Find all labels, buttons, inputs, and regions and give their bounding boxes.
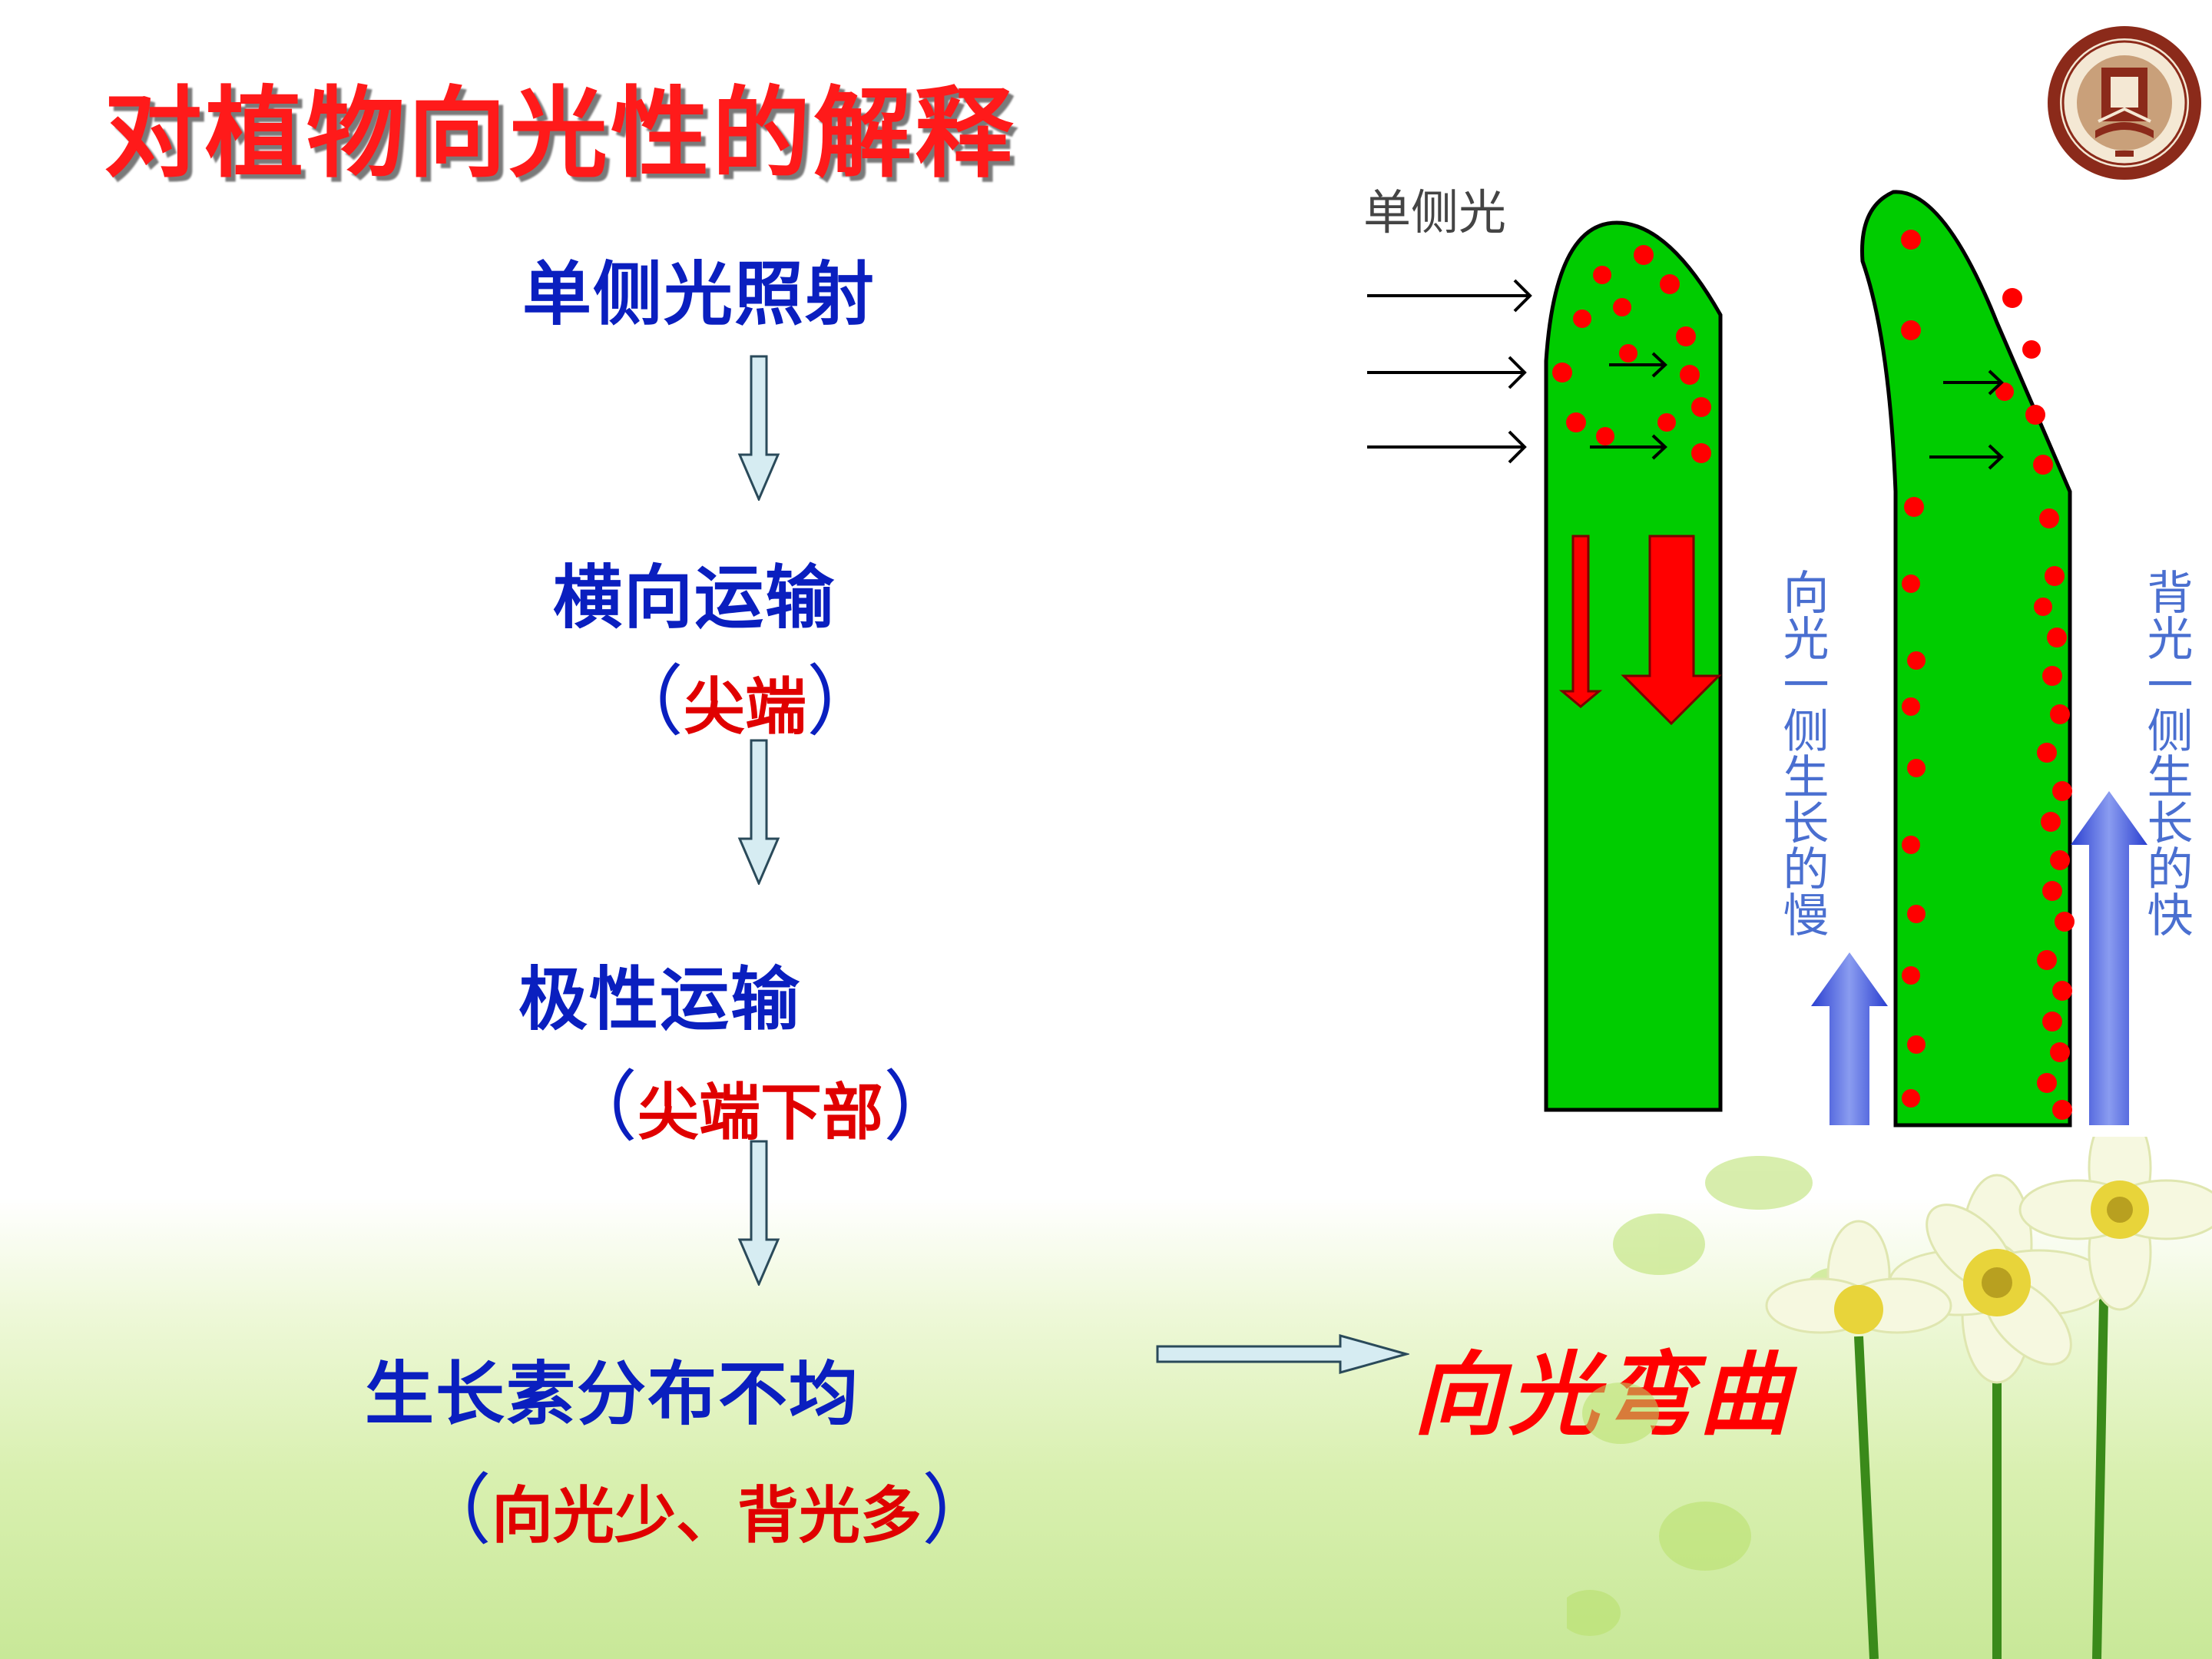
growth-arrow-fast bbox=[2071, 791, 2147, 1125]
note-auxin-distribution-text: 向光少、背光多 bbox=[492, 1480, 922, 1551]
blurred-leaves bbox=[1567, 1156, 1866, 1636]
auxin-dots-bent bbox=[1901, 230, 2075, 1120]
growth-arrow-slow bbox=[1811, 952, 1888, 1125]
note-below-tip: （尖端下部） bbox=[561, 1062, 960, 1152]
daffodil-flower bbox=[1888, 1174, 2110, 1384]
light-label: 单侧光 bbox=[1363, 184, 1506, 240]
step-uneven-auxin: 生长素分布不均 bbox=[365, 1354, 859, 1435]
side-label-fast: 背光一侧生长的快 bbox=[2139, 568, 2193, 937]
flower-stems bbox=[1854, 1259, 2109, 1659]
step-lateral-transport: 横向运输 bbox=[553, 558, 836, 638]
coleoptile-straight bbox=[1544, 220, 1723, 1112]
red-arrow-small bbox=[1558, 535, 1603, 708]
side-label-slow: 向光一侧生长的慢 bbox=[1775, 568, 1829, 937]
note-auxin-distribution: （向光少、背光多） bbox=[415, 1465, 998, 1555]
transport-arrows-straight bbox=[1590, 352, 1667, 460]
step-unilateral-light: 单侧光照射 bbox=[522, 254, 876, 335]
note-tip: （尖端） bbox=[607, 657, 883, 747]
red-arrow-large bbox=[1621, 535, 1722, 726]
daffodil-flower bbox=[2018, 1137, 2212, 1311]
transport-arrows-bent bbox=[1929, 369, 2004, 470]
light-arrows bbox=[1367, 279, 1532, 464]
daffodil-flower bbox=[1765, 1220, 1952, 1334]
note-below-tip-text: 尖端下部 bbox=[637, 1077, 883, 1148]
right-arrow-icon bbox=[1156, 1334, 1409, 1374]
auxin-dots-tip bbox=[1552, 245, 1711, 463]
down-arrow-icon bbox=[737, 1140, 780, 1286]
down-arrow-icon bbox=[737, 739, 780, 885]
coleoptile-bent bbox=[1860, 190, 2072, 1128]
down-arrow-icon bbox=[737, 355, 780, 501]
phototropism-diagram: 单侧光 bbox=[1363, 184, 2193, 1128]
step-polar-transport: 极性运输 bbox=[518, 959, 801, 1040]
flower-decoration bbox=[1567, 1137, 2212, 1659]
university-seal-icon bbox=[2048, 26, 2201, 180]
note-tip-text: 尖端 bbox=[684, 671, 806, 743]
slide-title: 对植物向光性的解释 bbox=[104, 77, 1017, 191]
